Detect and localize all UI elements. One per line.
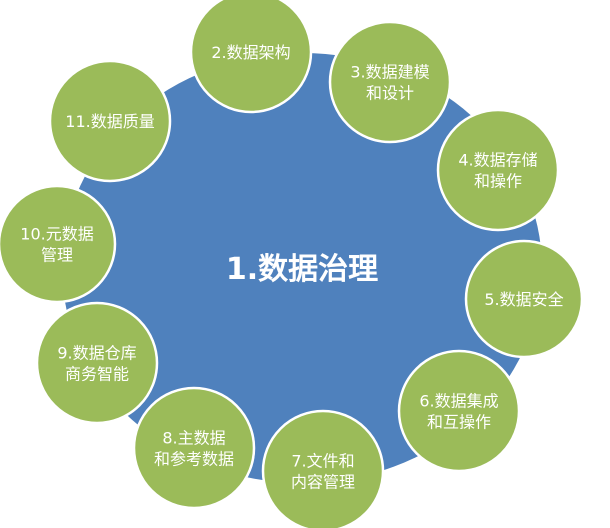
node-label-line: 和互操作: [427, 413, 491, 432]
node-label-line: 和参考数据: [154, 450, 234, 469]
node-circle-5: [464, 239, 584, 359]
node-label-10: 10.元数据管理: [20, 225, 93, 265]
node-circle-11: [48, 59, 172, 183]
node-label-4: 4.数据存储和操作: [458, 151, 537, 191]
node-label-8: 8.主数据和参考数据: [154, 429, 234, 469]
node-label-line: 4.数据存储: [458, 151, 537, 170]
node-label-line: 6.数据集成: [419, 392, 498, 411]
node-label-3: 3.数据建模和设计: [350, 63, 429, 103]
node-label-line: 11.数据质量: [65, 112, 154, 131]
node-label-9: 9.数据仓库商务智能: [57, 344, 136, 384]
node-circle-4: [436, 108, 560, 232]
node-label-line: 和操作: [474, 172, 522, 191]
node-label-line: 10.元数据: [20, 225, 93, 244]
node-label-line: 2.数据架构: [211, 43, 290, 62]
node-label-6: 6.数据集成和互操作: [419, 392, 498, 432]
node-label-line: 商务智能: [65, 365, 129, 384]
node-circle-9: [35, 301, 159, 425]
node-label-11: 11.数据质量: [65, 112, 154, 131]
node-label-line: 5.数据安全: [484, 290, 563, 309]
node-label-5: 5.数据安全: [484, 290, 563, 309]
node-label-line: 9.数据仓库: [57, 344, 136, 363]
node-label-line: 内容管理: [291, 473, 355, 492]
node-label-7: 7.文件和内容管理: [291, 452, 355, 492]
node-label-line: 和设计: [366, 84, 414, 103]
node-circle-10: [0, 184, 117, 304]
node-label-line: 8.主数据: [162, 429, 225, 448]
node-circle-3: [328, 20, 452, 144]
center-label: 1.数据治理: [226, 252, 378, 287]
node-label-line: 7.文件和: [291, 452, 354, 471]
node-label-2: 2.数据架构: [211, 43, 290, 62]
node-label-line: 管理: [41, 246, 73, 265]
node-circle-7: [261, 409, 385, 528]
node-group: 2.数据架构 3.数据建模和设计 4.数据存储和操作 5.数据安全 6.数据集成和互操作…: [0, 0, 584, 528]
node-circle-8: [132, 386, 256, 510]
node-label-line: 3.数据建模: [350, 63, 429, 82]
node-circle-2: [189, 0, 313, 114]
node-circle-6: [397, 349, 521, 473]
